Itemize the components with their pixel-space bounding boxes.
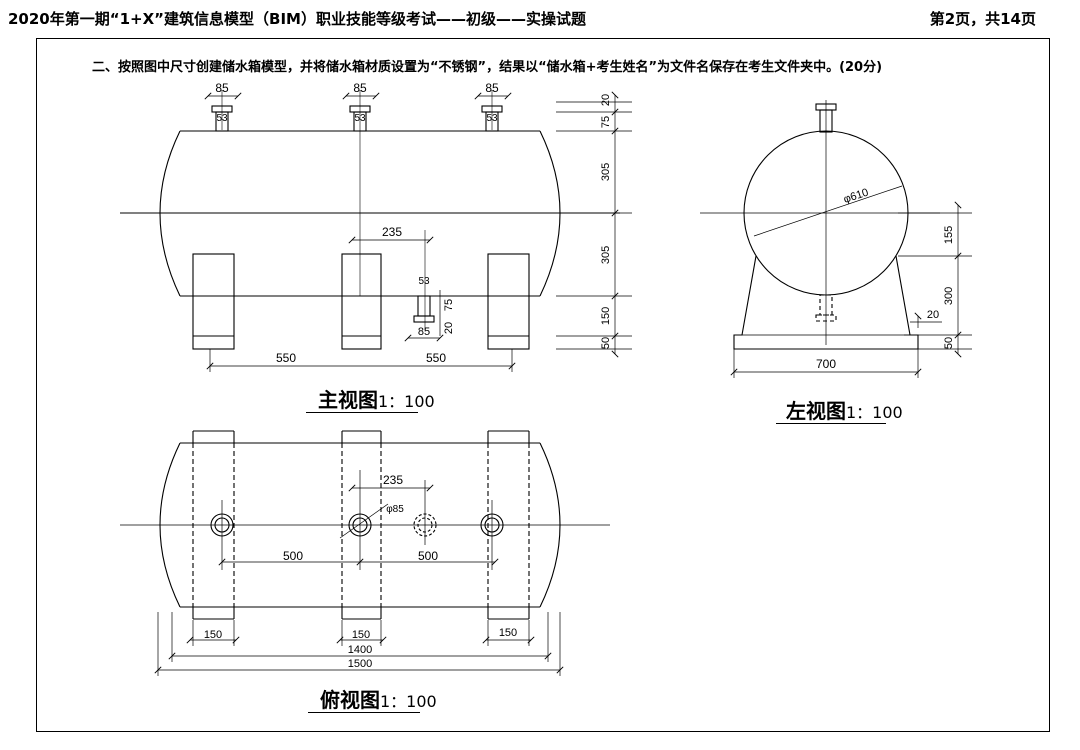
front-view-name: 主视图: [318, 388, 378, 412]
dim-front-pipe-flange-3: 85: [485, 81, 499, 95]
dim-front-v50: 50: [600, 337, 612, 349]
side-view-name: 左视图: [786, 399, 846, 423]
front-top-pipe-left: [211, 105, 233, 132]
dim-front-pipe-flange-1: 85: [215, 81, 229, 95]
front-top-pipe-right: [481, 105, 503, 132]
front-centerlines: [120, 90, 620, 330]
front-view: [120, 90, 632, 372]
side-view: [700, 100, 972, 378]
dim-side-v300: 300: [943, 287, 955, 305]
dim-side-v20: 20: [927, 309, 939, 321]
dim-top-width-150-c: 150: [499, 627, 517, 639]
side-view-scale: 1：100: [846, 403, 903, 422]
top-view: [120, 430, 610, 676]
top-centerlines: [120, 470, 610, 570]
front-dim-lines: [204, 91, 632, 372]
front-dim-texts: 85 85 85 53 53 53 235 550 550 53 85 75 2…: [215, 81, 612, 365]
front-bottom-drain-pipe: [413, 295, 435, 323]
front-caption-underline: [306, 412, 418, 413]
dim-side-v155: 155: [943, 226, 955, 244]
dim-front-span-550-a: 550: [276, 351, 296, 365]
dim-front-bottom-dia-53: 53: [418, 276, 430, 287]
dim-side-width700: 700: [816, 357, 836, 371]
front-top-pipe-middle: [349, 105, 371, 132]
dim-front-v150: 150: [600, 307, 612, 325]
front-view-scale: 1：100: [378, 392, 435, 411]
side-dim-texts: φ610 155 300 50 20 700: [816, 187, 955, 371]
dim-top-width-150-b: 150: [352, 629, 370, 641]
dim-front-v305-a: 305: [600, 163, 612, 181]
dim-front-bottom-75: 75: [443, 299, 455, 311]
top-view-scale: 1：100: [380, 692, 437, 711]
dim-front-pipe-dia-1: 53: [216, 113, 228, 124]
top-dim-lines: [154, 484, 564, 676]
dim-top-span-500-a: 500: [283, 549, 303, 563]
dim-front-v305-b: 305: [600, 246, 612, 264]
dim-top-offset-235: 235: [383, 473, 403, 487]
exam-header-title: 2020年第一期“1+X”建筑信息模型（BIM）职业技能等级考试——初级——实操…: [8, 10, 586, 28]
dim-top-span-500-b: 500: [418, 549, 438, 563]
dim-top-hole-dia: φ85: [386, 504, 404, 515]
top-view-name: 俯视图: [320, 688, 380, 712]
side-dim-lines: [730, 201, 972, 378]
dim-side-diameter: φ610: [842, 187, 870, 206]
top-view-caption: 俯视图1：100: [320, 684, 437, 713]
dim-front-v20: 20: [600, 94, 612, 106]
top-dim-texts: 235 φ85 500 500 150 150 150 1400 1500: [204, 473, 517, 670]
side-view-caption: 左视图1：100: [786, 395, 903, 424]
top-caption-underline: [308, 712, 420, 713]
dim-front-span-550-b: 550: [426, 351, 446, 365]
dim-front-v75: 75: [600, 116, 612, 128]
drawing-frame: [36, 38, 1050, 732]
dim-front-bottom-20: 20: [443, 322, 455, 334]
dim-top-length-1400: 1400: [348, 644, 372, 656]
dim-side-v50: 50: [943, 337, 955, 349]
front-saddle-supports: [192, 253, 530, 350]
side-caption-underline: [776, 423, 886, 424]
question-text: 二、按照图中尺寸创建储水箱模型，并将储水箱材质设置为“不锈钢”，结果以“储水箱+…: [92, 60, 883, 75]
dim-front-bottom-flange-85: 85: [418, 326, 430, 338]
page-number: 第2页，共14页: [929, 10, 1036, 28]
dim-top-length-1500: 1500: [348, 658, 372, 670]
front-view-caption: 主视图1：100: [318, 384, 435, 413]
dim-top-width-150-a: 150: [204, 629, 222, 641]
dim-front-pipe-dia-2: 53: [354, 113, 366, 124]
dim-front-pipe-flange-2: 85: [353, 81, 367, 95]
dim-front-pipe-dia-3: 53: [486, 113, 498, 124]
dim-front-offset-235: 235: [382, 225, 402, 239]
